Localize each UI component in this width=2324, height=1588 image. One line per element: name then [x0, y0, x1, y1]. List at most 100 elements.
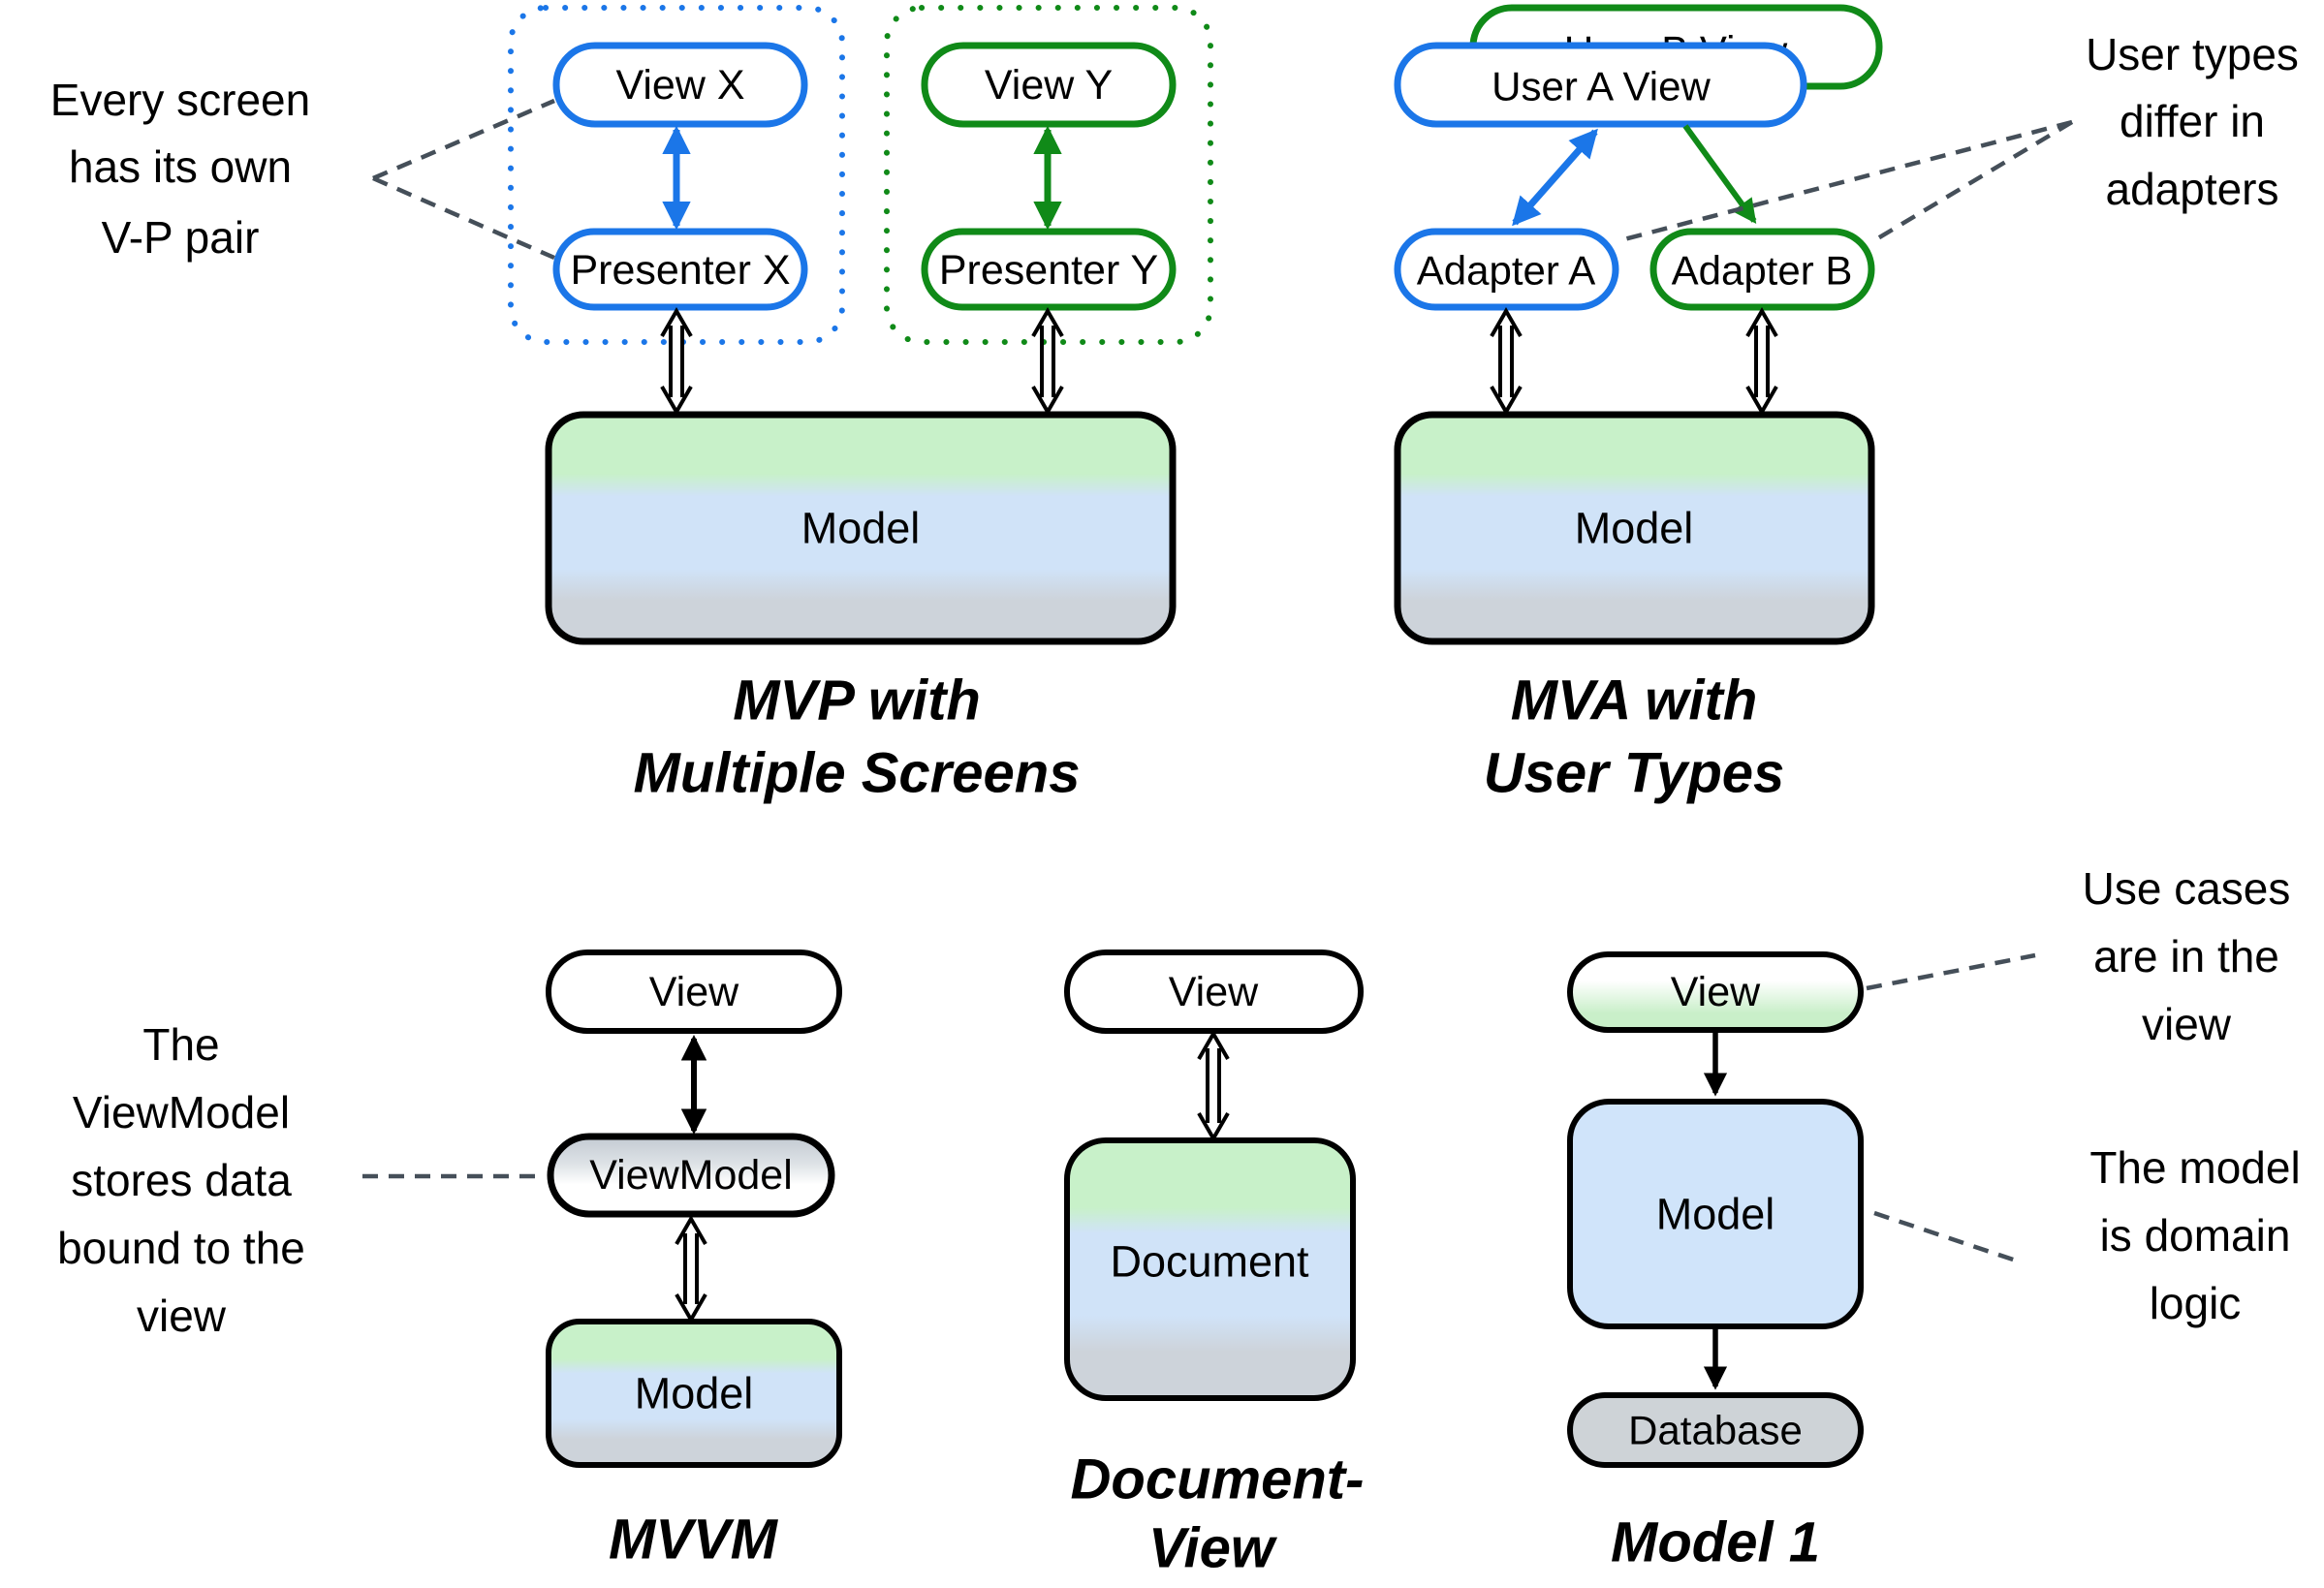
double-arrow-bottom-chevron — [660, 386, 693, 417]
docview-title-line1: Document- — [1071, 1448, 1365, 1511]
annotation-line: stores data — [71, 1155, 292, 1205]
double-arrow-bottom-chevron — [675, 1293, 707, 1324]
double-arrow-bottom-chevron — [1031, 386, 1064, 417]
double-arrow-shaft — [1040, 326, 1055, 397]
mvvm-view-label: View — [649, 969, 739, 1015]
mva-adapter-b-label: Adapter B — [1672, 248, 1853, 294]
mvp-title-line2: Multiple Screens — [634, 742, 1081, 805]
mva-diagram: User B View User A View Adapter A Adapte… — [1394, 4, 1883, 805]
mva-model-node — [1394, 411, 1875, 645]
double-arrow-top-chevron — [675, 1214, 707, 1245]
document-view-diagram: View Document Document- View — [1064, 950, 1365, 1580]
annotation-line: are in the — [2093, 931, 2279, 981]
model1-view-node — [1567, 951, 1864, 1033]
mvp-view-x-node — [552, 42, 808, 128]
annotation-line: Every screen — [50, 75, 310, 125]
mva-view-adapterb-arrow — [1682, 124, 1757, 225]
double-arrow-top-chevron — [1031, 306, 1064, 337]
double-arrow-top-chevron — [1197, 1029, 1230, 1060]
annotation-line: bound to the — [57, 1223, 305, 1273]
mvp-title-line1: MVP with — [733, 669, 981, 732]
mva-adapter-b-node — [1649, 228, 1875, 311]
mva-view-adaptera-arrow — [1512, 128, 1598, 227]
double-arrow-shaft — [1754, 326, 1770, 397]
model1-view-label: View — [1671, 969, 1761, 1015]
docview-title-line2: View — [1148, 1517, 1278, 1580]
mvp-model-node — [545, 411, 1177, 645]
mvvm-title: MVVM — [609, 1509, 779, 1572]
docview-view-label: View — [1169, 969, 1259, 1015]
mva-adapter-a-node — [1394, 228, 1619, 311]
annotation-vp-pair: Every screen has its own V-P pair — [50, 75, 555, 263]
double-arrow-shaft — [1206, 1048, 1221, 1123]
double-arrow-bottom-chevron — [1745, 386, 1778, 417]
annotation-dash-line — [1873, 1210, 2023, 1265]
mvvm-viewmodel-node — [547, 1133, 835, 1218]
double-arrow-top-chevron — [1745, 306, 1778, 337]
annotation-line: is domain — [2100, 1210, 2291, 1261]
mvvm-model-node — [546, 1319, 842, 1468]
mvvm-viewmodel-label: ViewModel — [589, 1152, 793, 1199]
mva-model-label: Model — [1575, 504, 1694, 553]
mva-adaptera-model-double-arrow — [1490, 306, 1523, 417]
mvp-view-y-node — [921, 42, 1177, 128]
mvp-presenter-y-label: Presenter Y — [939, 247, 1158, 294]
annotation-line: The — [142, 1019, 219, 1070]
model1-database-label: Database — [1628, 1408, 1803, 1453]
mvvm-viewmodel-model-double-arrow — [675, 1214, 707, 1324]
annotation-line: has its own — [69, 141, 292, 192]
model1-diagram: View Model Database Model 1 — [1567, 951, 1864, 1574]
model1-database-node — [1567, 1392, 1864, 1468]
mva-user-a-view-node — [1394, 42, 1807, 128]
annotation-line: The model — [2089, 1142, 2300, 1193]
annotation-dash-line — [1623, 119, 2073, 242]
annotation-dash-line — [1866, 952, 2036, 991]
mvp-presentery-model-double-arrow — [1031, 306, 1064, 417]
annotation-domain-logic: The model is domain logic — [1873, 1142, 2301, 1328]
annotation-dash-line — [372, 98, 555, 181]
mvp-presenter-x-label: Presenter X — [570, 247, 790, 294]
annotation-line: view — [2142, 999, 2232, 1049]
double-arrow-bottom-chevron — [1197, 1112, 1230, 1143]
annotation-viewmodel-note: The ViewModel stores data bound to the v… — [57, 1019, 545, 1341]
mva-title-line2: User Types — [1484, 742, 1785, 805]
mva-user-a-view-label: User A View — [1492, 64, 1711, 109]
mvvm-diagram: View ViewModel Model MVVM — [546, 950, 842, 1572]
mvp-screen-x-dotted-frame — [508, 5, 845, 345]
double-arrow-shaft — [669, 326, 684, 397]
double-arrow-top-chevron — [660, 306, 693, 337]
mvp-diagram: View X Presenter X View Y Presenter Y Mo… — [508, 5, 1213, 805]
model1-model-label: Model — [1656, 1190, 1775, 1239]
annotation-line: logic — [2150, 1278, 2242, 1328]
mvvm-model-label: Model — [635, 1369, 754, 1418]
mvp-presenter-x-node — [552, 228, 808, 311]
mvp-view-y-label: View Y — [985, 62, 1113, 109]
mva-adapter-a-label: Adapter A — [1417, 248, 1595, 294]
annotation-line: Use cases — [2083, 863, 2291, 914]
docview-view-document-double-arrow — [1197, 1029, 1230, 1143]
model1-model-node — [1567, 1099, 1864, 1329]
annotation-dash-line — [372, 175, 555, 261]
mva-adapterb-model-double-arrow — [1745, 306, 1778, 417]
double-arrow-bottom-chevron — [1490, 386, 1523, 417]
annotation-line: User types — [2086, 29, 2299, 79]
annotation-dash-line — [1874, 120, 2074, 241]
annotation-user-types: User types differ in adapters — [1623, 29, 2299, 242]
model1-title: Model 1 — [1611, 1511, 1820, 1574]
double-arrow-top-chevron — [1490, 306, 1523, 337]
mvvm-view-node — [546, 950, 842, 1034]
mvp-presenterx-model-double-arrow — [660, 306, 693, 417]
mvp-view-x-label: View X — [615, 62, 744, 109]
annotation-line: differ in — [2120, 96, 2265, 146]
docview-document-label: Document — [1110, 1237, 1309, 1287]
double-arrow-shaft — [683, 1233, 699, 1304]
annotation-line: V-P pair — [102, 212, 260, 263]
double-arrow-shaft — [1498, 326, 1514, 397]
annotation-line: adapters — [2105, 164, 2278, 214]
annotation-use-cases: Use cases are in the view — [1866, 863, 2291, 1049]
annotation-line: view — [137, 1291, 227, 1341]
annotation-line: ViewModel — [73, 1087, 290, 1137]
mvp-screen-y-dotted-frame — [884, 5, 1213, 345]
